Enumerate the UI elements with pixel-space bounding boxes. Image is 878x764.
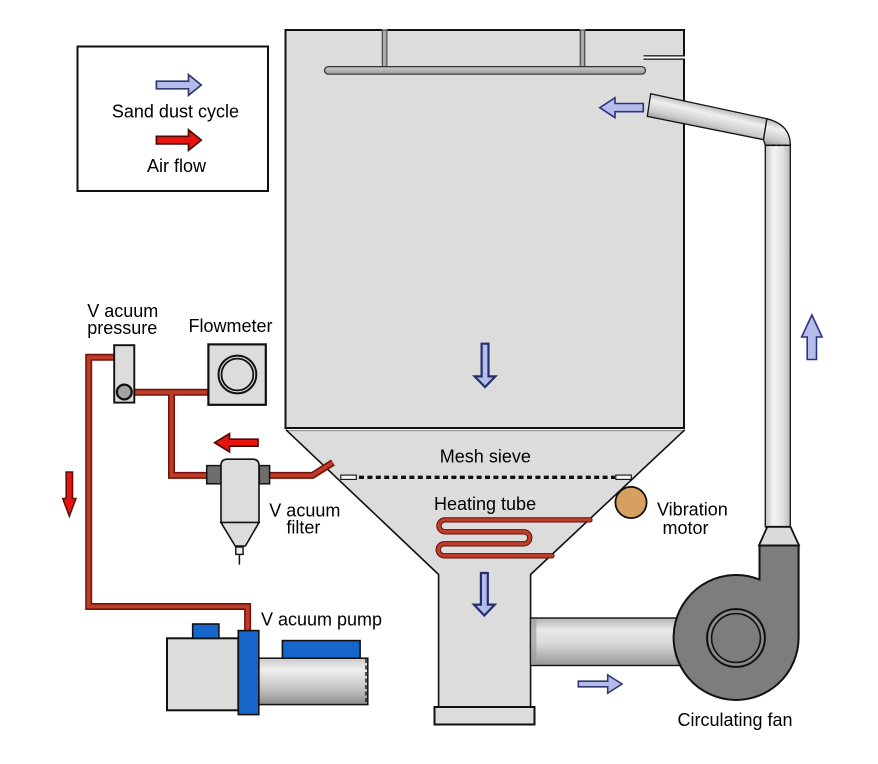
- svg-text:pressure: pressure: [87, 318, 157, 338]
- svg-text:Circulating fan: Circulating fan: [678, 710, 793, 730]
- svg-text:V acuum: V acuum: [87, 301, 158, 321]
- svg-text:motor: motor: [663, 518, 709, 538]
- svg-text:V acuum pump: V acuum pump: [261, 610, 382, 630]
- svg-text:Vibration: Vibration: [657, 500, 728, 520]
- svg-text:Sand dust cycle: Sand dust cycle: [112, 101, 239, 121]
- svg-text:Heating tube: Heating tube: [434, 494, 536, 514]
- svg-text:Air flow: Air flow: [147, 156, 207, 176]
- svg-text:Flowmeter: Flowmeter: [189, 316, 273, 336]
- svg-text:V acuum: V acuum: [269, 501, 340, 521]
- svg-text:filter: filter: [286, 518, 320, 538]
- svg-text:Mesh sieve: Mesh sieve: [440, 447, 531, 467]
